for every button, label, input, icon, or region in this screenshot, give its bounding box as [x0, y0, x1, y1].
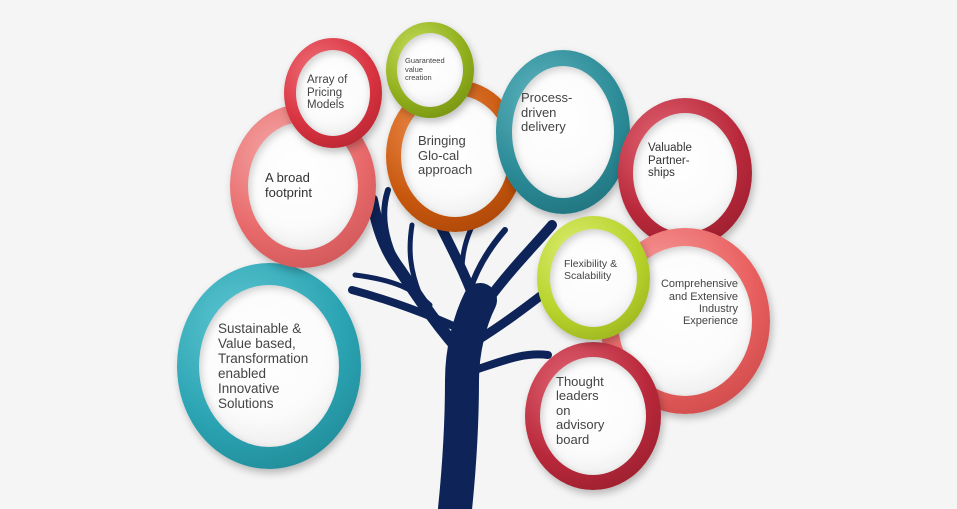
bubble-flexibility: Flexibility & Scalability — [537, 216, 650, 340]
bubble-process-driven: Process- driven delivery — [496, 50, 630, 214]
tree-branch-center-twig — [467, 227, 508, 293]
tree-branch-right — [483, 220, 557, 305]
bubble-pricing-models: Array of Pricing Models — [284, 38, 382, 148]
bubble-pricing-models-text: Array of Pricing Models — [307, 73, 348, 112]
tree-branch-left-twig — [407, 222, 423, 298]
bubble-flexibility-text: Flexibility & Scalability — [564, 258, 618, 282]
bubble-glocal-approach-text: Bringing Glo-cal approach — [418, 133, 473, 178]
bubble-partnerships-text: Valuable Partner- ships — [648, 141, 692, 180]
bubble-thought-leaders-text: Thought leaders on advisory board — [556, 373, 605, 447]
bubble-guaranteed-value: Guaranteed value creation — [386, 22, 474, 118]
bubble-sustainable-solutions: Sustainable & Value based, Transformatio… — [177, 263, 361, 469]
bubble-thought-leaders: Thought leaders on advisory board — [525, 342, 661, 490]
bubble-guaranteed-value-text: Guaranteed value creation — [405, 56, 445, 83]
bubble-broad-footprint-text: A broad footprint — [265, 170, 312, 200]
bubble-partnerships: Valuable Partner- ships — [618, 98, 752, 248]
tree-branch-left-upper — [381, 187, 403, 273]
bubble-sustainable-solutions-text: Sustainable & Value based, Transformatio… — [218, 320, 309, 412]
bubble-process-driven-text: Process- driven delivery — [521, 90, 573, 135]
bubble-industry-experience-text: Comprehensive and Extensive Industry Exp… — [660, 278, 738, 328]
tree-branch-left-low — [348, 286, 466, 334]
tree-branch-left-mid — [352, 272, 433, 308]
tree-trunk — [438, 283, 497, 509]
tree-branch-right-lower — [471, 350, 552, 374]
tree-branch-center — [435, 220, 483, 315]
